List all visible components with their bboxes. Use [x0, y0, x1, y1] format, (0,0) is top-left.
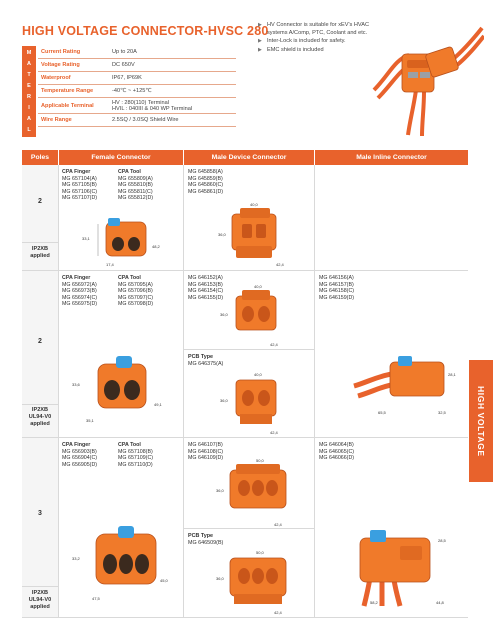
female-cpa-finger-parts: CPA Finger MG 656972(A) MG 656973(B) MG … [62, 275, 98, 308]
svg-text:47,5: 47,5 [92, 596, 101, 601]
male-inline-connector-image: 28,1 65,5 32,5 [353, 356, 457, 415]
pcb-connector-image: 50,0 36,0 42,4 [216, 550, 287, 615]
svg-text:42,4: 42,4 [270, 342, 279, 347]
male-device-connector-image: 40,0 36,0 42,4 [218, 202, 285, 267]
svg-text:65,5: 65,5 [378, 410, 387, 415]
svg-text:36,0: 36,0 [220, 312, 229, 317]
svg-text:36,0: 36,0 [216, 488, 225, 493]
poles-value: 3 [38, 510, 42, 517]
svg-text:36,0: 36,0 [218, 232, 227, 237]
poles-value: 2 [38, 338, 42, 345]
svg-text:28,1: 28,1 [448, 372, 457, 377]
pcb-connector-image: 40,0 36,0 42,4 [220, 372, 279, 435]
svg-text:42,4: 42,4 [274, 522, 283, 527]
svg-text:32,5: 32,5 [438, 410, 447, 415]
column-header-male-device: Male Device Connector [184, 150, 314, 165]
feature-item: ▶EMC shield is included [258, 46, 324, 53]
column-header-male-inline: Male Inline Connector [315, 150, 468, 165]
svg-text:48,2: 48,2 [152, 244, 161, 249]
male-device-parts: MG 646152(A) MG 646153(B) MG 646154(C) M… [188, 275, 224, 301]
feature-list: ▶HV Connector is suitable for xEV's HVAC… [258, 22, 378, 55]
svg-text:40,0: 40,0 [254, 284, 263, 289]
page-title: HIGH VOLTAGE CONNECTOR-HVSC 280 [22, 24, 269, 38]
female-cpa-tool-parts: CPA Tool MG 657108(B) MG 657109(C) MG 65… [118, 442, 154, 468]
svg-text:44,8: 44,8 [436, 600, 445, 605]
svg-text:50,0: 50,0 [256, 458, 265, 463]
arrow-icon: ▶ [258, 22, 262, 28]
female-cpa-tool-parts: CPA Tool MG 655809(A) MG 655810(B) MG 65… [118, 169, 154, 202]
svg-text:58,2: 58,2 [370, 600, 379, 605]
male-device-connector-image: 50,0 36,0 42,4 [216, 458, 287, 527]
female-cpa-finger-parts: CPA Finger MG 656903(B) MG 656904(C) MG … [62, 442, 98, 468]
svg-text:42,4: 42,4 [274, 610, 283, 615]
svg-text:50,0: 50,0 [256, 550, 265, 555]
male-inline-parts: MG 646156(A) MG 646157(B) MG 646158(C) M… [319, 275, 355, 301]
svg-text:36,0: 36,0 [216, 576, 225, 581]
poles-value: 2 [38, 198, 42, 205]
column-header-female: Female Connector [59, 150, 183, 165]
male-inline-connector-image: 28,5 58,2 44,8 [359, 530, 447, 607]
connector-table: Poles Female Connector Male Device Conne… [22, 150, 468, 618]
pcb-type-parts: PCB Type MG 646375(A) [188, 354, 224, 367]
svg-text:45,0: 45,0 [160, 578, 169, 583]
column-header-poles: Poles [22, 150, 58, 165]
male-device-parts: MG 646107(B) MG 646108(C) MG 646109(D) [188, 442, 224, 462]
svg-text:36,0: 36,0 [220, 398, 229, 403]
svg-text:40,0: 40,0 [254, 372, 263, 377]
svg-text:40,0: 40,0 [250, 202, 259, 207]
svg-text:33,2: 33,2 [72, 556, 81, 561]
hero-connector-image [372, 26, 484, 137]
svg-text:33,6: 33,6 [72, 382, 81, 387]
svg-text:42,4: 42,4 [276, 262, 285, 267]
arrow-icon: ▶ [258, 46, 262, 53]
svg-text:33,1: 33,1 [82, 236, 91, 241]
high-voltage-side-tab: HIGH VOLTAGE [469, 360, 493, 482]
spec-row: Temperature Range-40℃ ~ +125℃ [38, 85, 236, 98]
feature-item: ▶Inter-Lock is included for safety. [258, 38, 346, 44]
female-cpa-finger-parts: CPA Finger MG 657104(A) MG 657105(B) MG … [62, 169, 98, 202]
female-connector-image: 33,2 47,5 45,0 [72, 526, 169, 601]
female-connector-image: 33,6 35,1 49,1 [72, 356, 163, 423]
svg-text:17,4: 17,4 [106, 262, 115, 267]
arrow-icon: ▶ [258, 38, 262, 44]
male-inline-parts: MG 646064(B) MG 646065(C) MG 646066(D) [319, 442, 355, 462]
svg-text:42,4: 42,4 [270, 430, 279, 435]
male-device-connector-image: 40,0 36,0 42,4 [220, 284, 279, 347]
female-cpa-tool-parts: CPA Tool MG 657095(A) MG 657096(B) MG 65… [118, 275, 154, 308]
svg-text:49,1: 49,1 [154, 402, 163, 407]
svg-text:28,5: 28,5 [438, 538, 447, 543]
pcb-type-parts: PCB Type MG 646509(B) [188, 533, 224, 546]
feature-item: ▶HV Connector is suitable for xEV's HVAC… [258, 22, 370, 36]
svg-text:35,1: 35,1 [86, 418, 95, 423]
female-connector-image: 33,1 17,4 48,2 [82, 218, 161, 267]
male-device-parts: MG 645858(A) MG 645859(B) MG 645860(C) M… [188, 169, 224, 195]
